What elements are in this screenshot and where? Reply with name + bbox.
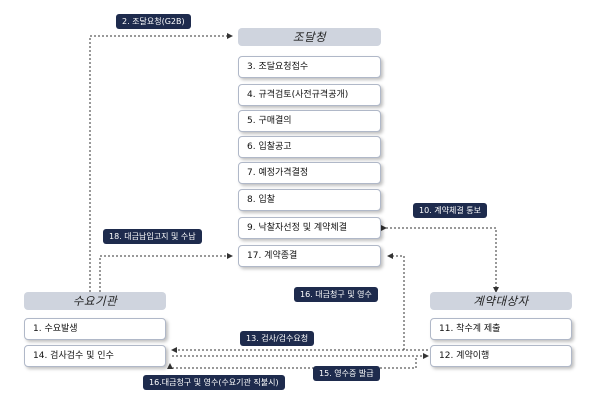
flow-label-16a: 16. 대금청구 및 영수 — [294, 287, 378, 302]
flow-line-16b — [167, 358, 417, 369]
flow-label-18: 18. 대금납입고지 및 수납 — [103, 229, 202, 244]
flow-line-2 — [89, 33, 233, 292]
agency-step-14: 14. 검사검수 및 인수 — [24, 345, 166, 367]
office-step-4: 4. 규격검토(사전규격공개) — [238, 84, 381, 106]
office-step-9: 9. 낙찰자선정 및 계약체결 — [238, 217, 381, 239]
office-step-3: 3. 조달요청접수 — [238, 56, 381, 78]
contractor-step-11: 11. 착수계 제출 — [430, 318, 572, 340]
flow-label-15: 15. 영수증 발급 — [313, 366, 380, 381]
office-step-8: 8. 입찰 — [238, 189, 381, 211]
header-procurement-office: 조달청 — [238, 28, 381, 46]
flow-label-10: 10. 계약체결 통보 — [413, 203, 487, 218]
office-step-6: 6. 입찰공고 — [238, 136, 381, 158]
office-step-17: 17. 계약종결 — [238, 245, 381, 267]
flow-line-10 — [381, 225, 499, 293]
flow-label-13: 13. 검사/검수요청 — [240, 331, 315, 346]
flow-line-16a — [387, 253, 405, 350]
flow-label-16b: 16.대금청구 및 영수(수요기관 직불시) — [143, 375, 285, 390]
contractor-step-12: 12. 계약이행 — [430, 345, 572, 367]
agency-step-1: 1. 수요발생 — [24, 318, 166, 340]
office-step-5: 5. 구매결의 — [238, 110, 381, 132]
flow-label-2: 2. 조달요청(G2B) — [116, 14, 191, 29]
flow-line-18 — [99, 253, 233, 292]
header-demand-agency: 수요기관 — [24, 292, 166, 310]
office-step-7: 7. 예정가격결정 — [238, 162, 381, 184]
header-contractor: 계약대상자 — [430, 292, 572, 310]
